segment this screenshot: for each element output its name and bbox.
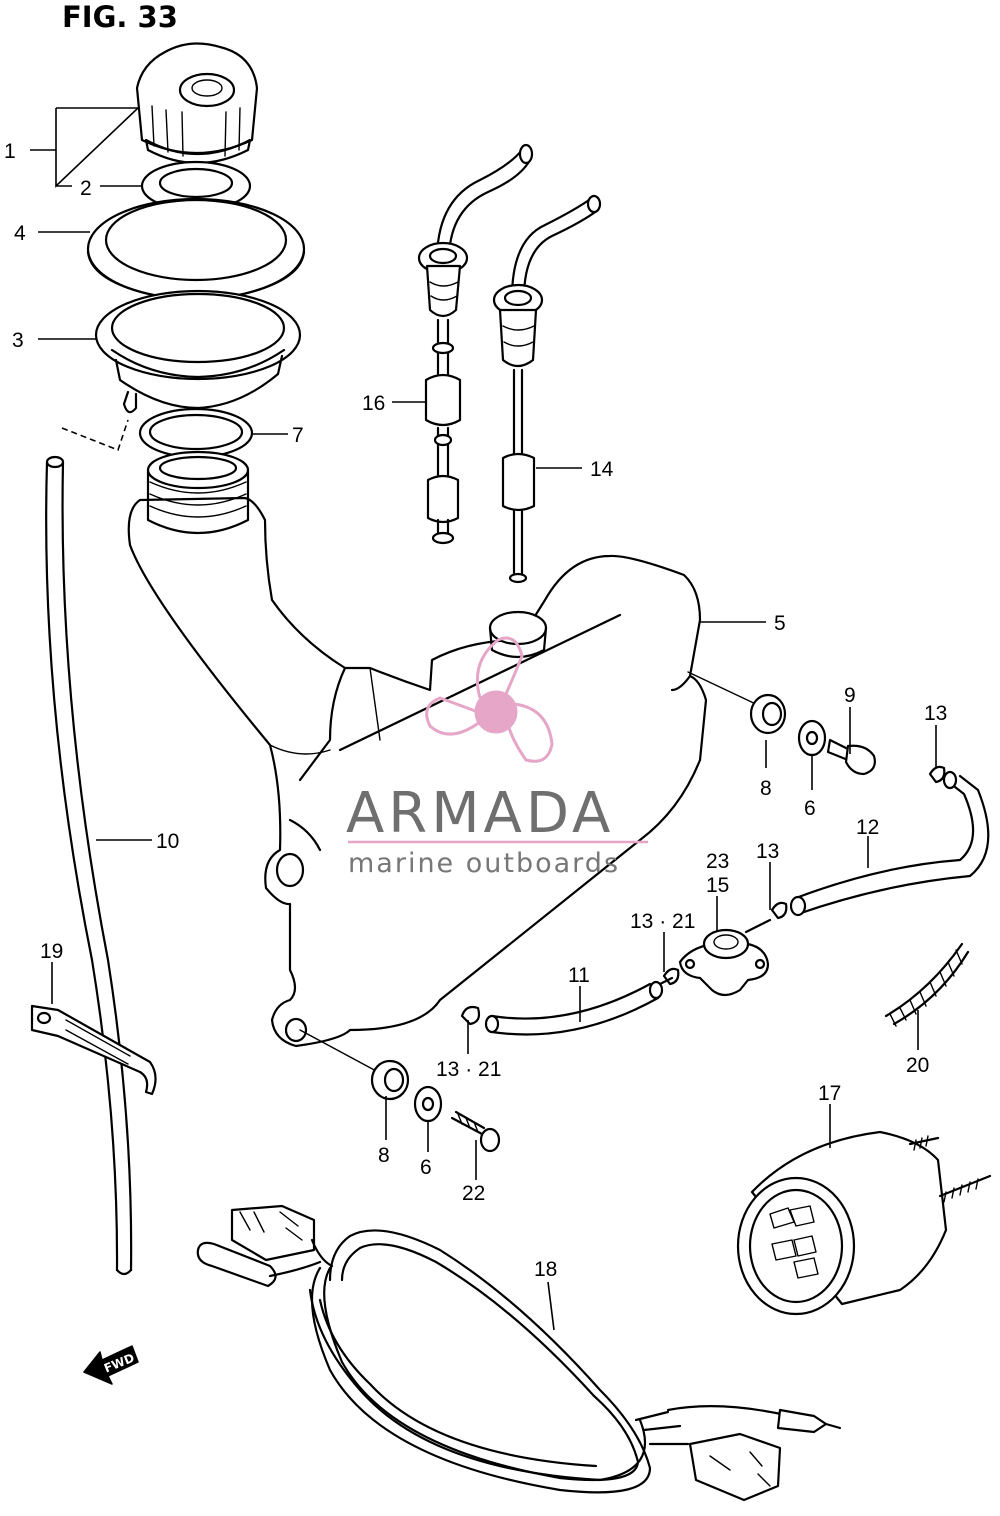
- callout-13-middle: 13: [756, 840, 779, 863]
- upper-mount-hardware: [687, 671, 876, 776]
- filler-ring: [86, 197, 306, 304]
- brand-tagline: marine outboards: [348, 848, 620, 879]
- callout-1: 1: [4, 140, 16, 163]
- hose-clips: [460, 765, 946, 1026]
- callout-15: 15: [706, 874, 729, 897]
- fuel-gauge: [736, 1130, 992, 1316]
- callout-6-upper: 6: [804, 797, 816, 820]
- callout-2: 2: [80, 177, 92, 200]
- callout-13-right: 13: [924, 702, 947, 725]
- callout-18: 18: [534, 1258, 557, 1281]
- callout-labels: 1 2 4 3 7 16 14 5 9 8 6 13 12 13 23 15 1…: [4, 140, 947, 1281]
- callout-9: 9: [844, 684, 856, 707]
- o-ring: [138, 407, 254, 459]
- fuel-pickup-assembly: [417, 143, 534, 545]
- fuel-filter: [658, 918, 772, 997]
- hose-strap: [30, 1004, 157, 1096]
- callout-8-upper: 8: [760, 777, 772, 800]
- vent-hose: [45, 455, 133, 1276]
- fwd-direction-marker: FWD: [83, 1345, 139, 1385]
- leader-lines: [30, 107, 937, 1331]
- hose-guide-line: [61, 419, 129, 452]
- fuel-cap: [135, 42, 259, 164]
- tank-threaded-neck: [146, 450, 250, 534]
- callout-12: 12: [856, 816, 879, 839]
- fuel-sender-assembly: [492, 194, 602, 584]
- callout-13-21-lower: 13 · 21: [436, 1058, 501, 1081]
- callout-8-lower: 8: [378, 1144, 390, 1167]
- armada-watermark: ARMADA marine outboards: [346, 636, 648, 879]
- spiral-wrap: [884, 942, 970, 1027]
- callout-3: 3: [12, 329, 24, 352]
- callout-5: 5: [774, 612, 786, 635]
- fuel-hose-short: [484, 980, 664, 1036]
- brand-name: ARMADA: [346, 781, 614, 846]
- callout-20: 20: [906, 1054, 929, 1077]
- propeller-icon: [425, 636, 554, 763]
- callout-10: 10: [156, 830, 179, 853]
- callout-17: 17: [818, 1082, 841, 1105]
- fuel-hose-long: [789, 770, 990, 917]
- callout-13-21-upper: 13 · 21: [630, 910, 695, 933]
- callout-16: 16: [362, 392, 385, 415]
- callout-6-lower: 6: [420, 1156, 432, 1179]
- callout-7: 7: [292, 424, 304, 447]
- callout-11: 11: [568, 964, 590, 987]
- callout-14: 14: [590, 458, 614, 481]
- callout-4: 4: [14, 222, 26, 245]
- lower-mount-hardware: [299, 1029, 501, 1153]
- figure-title: FIG. 33: [62, 0, 178, 34]
- callout-23: 23: [706, 850, 729, 873]
- arrow-left-icon: [83, 1345, 139, 1385]
- fuel-tank: [127, 496, 708, 1048]
- callout-22: 22: [462, 1182, 485, 1205]
- filler-neck: [94, 289, 302, 414]
- wiring-harness: [196, 1204, 842, 1502]
- callout-19: 19: [40, 940, 63, 963]
